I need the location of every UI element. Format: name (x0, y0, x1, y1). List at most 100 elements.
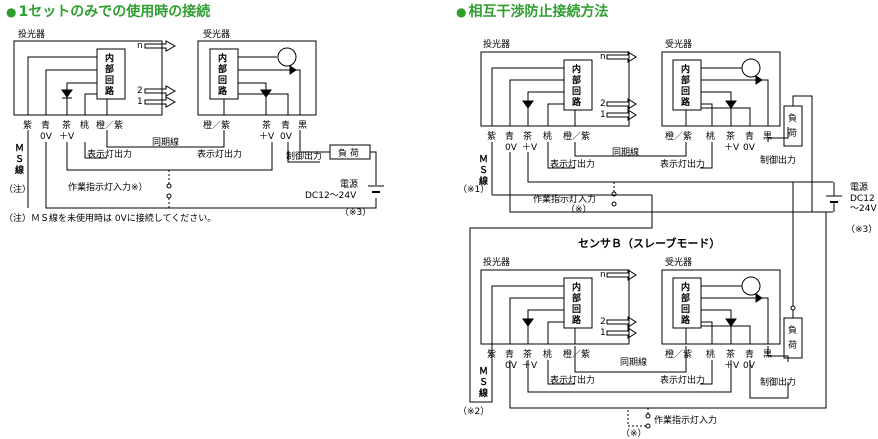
left-diagram: 投光器 内 部 回 路 n 2 1 受光器 内 部 回 路 (4, 28, 384, 224)
slave-circuit-char: 部 (572, 292, 581, 304)
arrow-icon (144, 40, 177, 52)
left-wire (238, 82, 267, 115)
right-load-char: 荷 (788, 128, 797, 139)
left-wire (84, 93, 97, 115)
right-title: ●相互干渉防止接続方法 (456, 1, 608, 21)
slave-wire-label: 青 (745, 348, 754, 360)
left-mark3: （※3） (340, 207, 371, 218)
right-bottom-diagram: センサＢ（スレーブモード） 投光器 内 部 回 路 n 2 1 受光器 内 部 … (458, 182, 827, 439)
right-title-text: 相互干渉防止接続方法 (468, 4, 609, 20)
left-pv: ＋V (259, 131, 275, 142)
right-load-box (783, 105, 803, 147)
left-receiver-label: 受光器 (203, 28, 230, 40)
slave-ms-char: Ｓ (479, 377, 488, 388)
left-wire (27, 56, 97, 115)
right-pv: ＋V (724, 142, 740, 153)
slave-pv: ＋V (724, 360, 740, 371)
left-wire-label: 黒 (298, 120, 307, 131)
left-wire (66, 82, 97, 115)
slave-sync-label: 同期線 (620, 356, 647, 368)
junction-icon (790, 305, 796, 311)
right-0v: 0V (505, 143, 518, 153)
left-circuit-char: 内 (218, 52, 227, 64)
left-note: （注）ＭＳ線を未使用時は 0Vに接続してください。 (4, 212, 216, 224)
right-wire-label: 橙／紫 (665, 130, 692, 142)
slave-wire (749, 360, 789, 399)
left-wire-label: 紫 (23, 120, 32, 131)
left-title-text: 1セットのみでの使用時の接続 (18, 4, 211, 20)
right-top-diagram: 投光器 内 部 回 路 n 2 1 受光器 内 部 回 路 紫 (458, 38, 877, 235)
slave-circuit-char: 回 (572, 304, 581, 315)
led-icon (725, 100, 737, 109)
arrow-icon (606, 109, 637, 121)
left-ms-char: Ｍ (15, 143, 24, 154)
right-arrow-n: n (600, 52, 606, 62)
left-title: ●1セットのみでの使用時の接続 (6, 1, 210, 21)
right-power-v2: 〜24V (850, 204, 877, 214)
diode-icon (755, 75, 763, 85)
slave-receiver-circuit (672, 277, 702, 329)
right-0v-bus (509, 152, 833, 213)
right-wire (701, 103, 713, 126)
led-icon (522, 318, 534, 327)
switch-icon (166, 193, 172, 199)
slave-circuit-char: 部 (681, 292, 690, 304)
arrow-icon (606, 51, 637, 63)
right-display-wire (547, 142, 575, 169)
slave-receiver-label: 受光器 (665, 256, 692, 268)
left-0v-bus (45, 142, 377, 209)
slave-pv: ＋V (522, 360, 538, 371)
transistor-icon (741, 276, 761, 296)
right-receiver-circuit (672, 59, 702, 111)
left-wire (238, 93, 289, 115)
left-wire-label: 茶 (262, 119, 271, 131)
left-circuit-char: 路 (218, 85, 228, 97)
left-arrow-1: 1 (137, 97, 143, 107)
slave-load-char: 荷 (788, 340, 797, 351)
slave-work-wire (627, 408, 646, 427)
right-wire-label: 青 (745, 130, 754, 142)
right-power-v1: DC12 (850, 194, 875, 204)
slave-wire-label: 桃 (706, 348, 715, 360)
left-display-wire (84, 142, 107, 159)
switch-icon (611, 201, 617, 207)
right-mark3: （※3） (846, 224, 877, 235)
right-mark1: （※1） (458, 184, 489, 195)
bullet-icon: ● (6, 5, 17, 19)
left-circuit-char: 回 (105, 75, 114, 86)
left-wire-label: 橙／紫 (96, 119, 123, 131)
left-circuit-char: 部 (105, 63, 114, 75)
left-load-label: 負 荷 (338, 147, 359, 159)
slave-circuit-char: 内 (572, 281, 581, 293)
slave-0v: 0V (505, 361, 518, 371)
right-black-wire (767, 127, 789, 142)
left-wire-label: 茶 (62, 119, 71, 131)
right-ms-char: 線 (479, 175, 488, 187)
slave-circuit-char: 路 (572, 314, 582, 326)
slave-ms-char: 線 (479, 387, 488, 399)
left-circuit-char: 回 (218, 75, 227, 86)
left-emitter-circuit (96, 48, 126, 100)
slave-wire (527, 309, 564, 344)
right-circuit-char: 部 (572, 74, 581, 86)
right-circuit-char: 部 (681, 74, 690, 86)
arrow-icon (606, 98, 637, 110)
slave-sync-wire (574, 346, 687, 373)
slave-circuit-char: 路 (681, 314, 691, 326)
right-wire (547, 103, 564, 126)
slave-wire (509, 297, 564, 344)
slave-0v: 0V (743, 361, 756, 371)
right-wire-label: 青 (505, 130, 514, 142)
led-icon (260, 89, 272, 98)
right-wire-label: 黒 (763, 131, 772, 142)
right-wire (792, 95, 813, 212)
left-circuit-char: 部 (218, 63, 227, 75)
right-wire-label: 茶 (523, 130, 532, 142)
left-ms-char: Ｓ (15, 154, 24, 165)
slave-control-label: 制御出力 (760, 376, 796, 388)
arrow-icon (144, 85, 177, 97)
right-wire (701, 79, 769, 126)
left-0v: 0V (40, 132, 53, 142)
slave-work-mark: （※） (621, 428, 647, 439)
slave-display-label: 表示灯出力 (550, 374, 595, 386)
